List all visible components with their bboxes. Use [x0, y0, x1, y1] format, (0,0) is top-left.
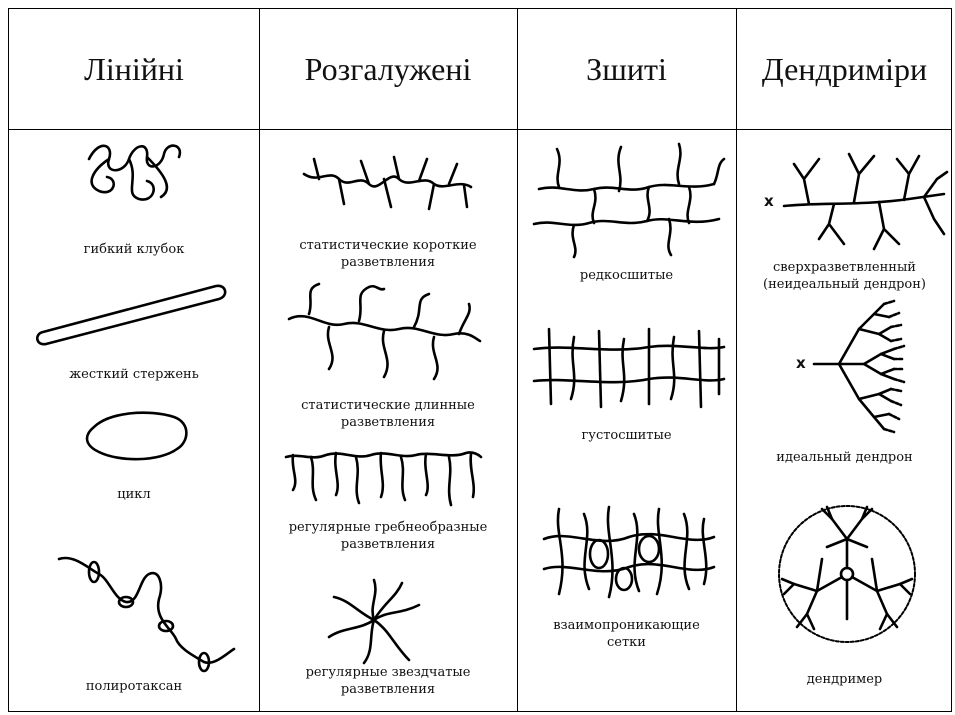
- caption-ideal-dendron: идеальный дендрон: [736, 449, 953, 466]
- star-branches-figure: [324, 575, 424, 665]
- header-linear: Лінійні: [9, 9, 259, 129]
- comb-branches-figure: [281, 445, 486, 515]
- caption-loosely-crosslinked: редкосшитые: [517, 267, 736, 284]
- caption-flexible-coil: гибкий клубок: [9, 241, 259, 258]
- dendrimer-figure: [772, 499, 922, 649]
- caption-dendrimer: дендример: [736, 671, 953, 688]
- caption-comb-branches: регулярные гребнеобразныеразветвления: [259, 519, 517, 553]
- polyrotaxane-figure: [54, 544, 244, 674]
- header-crosslinked: Зшиті: [517, 9, 736, 129]
- flexible-coil-figure: [69, 129, 199, 229]
- long-branches-figure: [284, 279, 484, 384]
- caption-hyperbranched-dendron: сверхразветвленный(неидеальный дендрон): [736, 259, 953, 293]
- ideal-dendron-figure: [809, 299, 909, 434]
- caption-long-branches: статистические длинныеразветвления: [259, 397, 517, 431]
- core-marker-ideal-dendron: x: [796, 354, 806, 372]
- densely-crosslinked-figure: [529, 319, 729, 414]
- cycle-figure: [79, 407, 194, 467]
- hyperbranched-dendron-figure: [779, 144, 949, 254]
- polymer-architecture-table: Лінійні Розгалужені Зшиті Дендриміри гиб…: [8, 8, 952, 712]
- caption-rigid-rod: жесткий стержень: [9, 366, 259, 383]
- core-marker-hyperbranched: x: [764, 192, 774, 210]
- header-dendrimers: Дендриміри: [736, 9, 953, 129]
- header-branched: Розгалужені: [259, 9, 517, 129]
- rigid-rod-figure: [31, 274, 231, 354]
- interpenetrating-networks-figure: [539, 499, 719, 604]
- loosely-crosslinked-figure: [529, 139, 729, 259]
- caption-short-branches: статистические короткиеразветвления: [259, 237, 517, 271]
- caption-polyrotaxane: полиротаксан: [9, 678, 259, 695]
- caption-densely-crosslinked: густосшитые: [517, 427, 736, 444]
- caption-interpenetrating-networks: взаимопроникающиесетки: [517, 617, 736, 651]
- caption-star-branches: регулярные звездчатыеразветвления: [259, 664, 517, 698]
- caption-cycle: цикл: [9, 486, 259, 503]
- short-branches-figure: [299, 149, 479, 219]
